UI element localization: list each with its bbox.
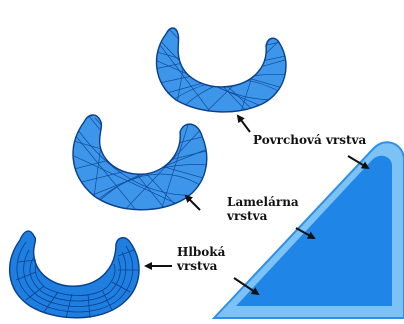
meniscus-deep-layer-icon [10,231,139,318]
meniscus-cross-section-wedge-icon [214,142,404,318]
deep-layer-label-line2: vrstva [177,259,225,273]
lamellar-layer-label-line1: Lamelárna [227,195,299,209]
lamellar-layer-label: Lamelárna vrstva [227,195,299,223]
deep-layer-label-line1: Hlboká [177,245,225,259]
lamellar-layer-label-line2: vrstva [227,209,299,223]
deep-layer-label: Hlboká vrstva [177,245,225,273]
surface-layer-label-text: Povrchová vrstva [253,133,366,147]
meniscus-surface-layer-icon [150,28,290,118]
surface-layer-label: Povrchová vrstva [253,133,366,147]
